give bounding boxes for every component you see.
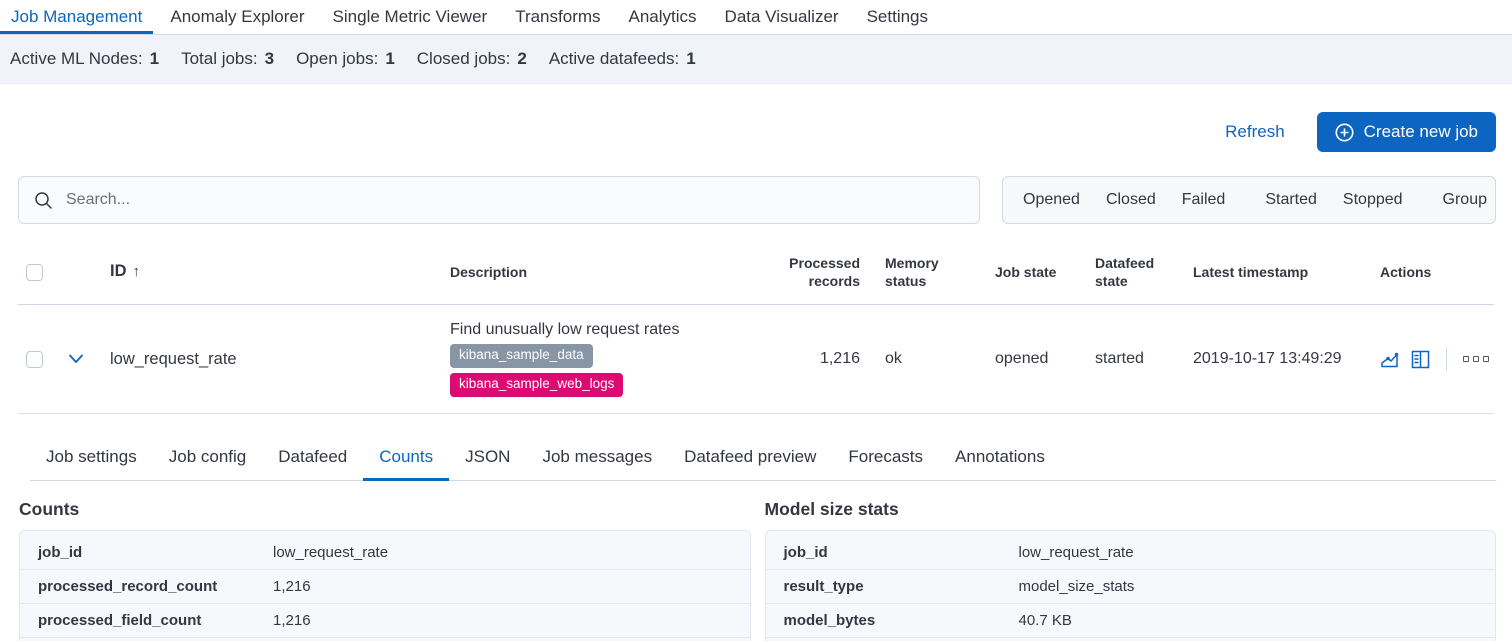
datafeed-state-value: started [1095, 350, 1144, 368]
row-expand-button[interactable] [52, 354, 100, 364]
model-size-stats-panel: job_id low_request_rate result_type mode… [764, 530, 1496, 641]
toolbar: Refresh Create new job [0, 112, 1496, 152]
nav-tab-job-management[interactable]: Job Management [0, 0, 154, 34]
ellipsis-boxes-icon [1463, 356, 1489, 363]
tab-annotations[interactable]: Annotations [955, 447, 1045, 467]
select-all-cell [18, 263, 52, 281]
anomaly-explorer-icon [1411, 350, 1430, 369]
header-job-state: Job state [995, 264, 1057, 281]
group-badge: kibana_sample_data [450, 344, 593, 369]
metric-chart-icon [1380, 350, 1399, 369]
stat-closed-jobs: Closed jobs: 2 [416, 49, 527, 68]
header-datafeed-state: Datafeed state [1095, 255, 1155, 290]
group-filter-segment: Group [1423, 177, 1495, 223]
kv-row: result_type model_size_stats [765, 570, 1495, 605]
stats-bar: Active ML Nodes: 1 Total jobs: 3 Open jo… [0, 34, 1512, 84]
nav-tab-single-metric-viewer[interactable]: Single Metric Viewer [332, 7, 488, 26]
tab-counts[interactable]: Counts [363, 438, 449, 482]
header-memory-status: Memory status [885, 255, 939, 290]
model-size-stats-panel-title: Model size stats [764, 499, 899, 520]
stat-active-datafeeds: Active datafeeds: 1 [548, 49, 696, 68]
job-state-filter-segment: Opened Closed Failed [1003, 177, 1245, 223]
header-actions: Actions [1380, 264, 1432, 281]
header-description: Description [450, 264, 528, 281]
header-latest-timestamp: Latest timestamp [1193, 264, 1309, 281]
job-description: Find unusually low request rates [450, 321, 680, 339]
select-all-checkbox[interactable] [26, 263, 43, 281]
model-size-stats-section: Model size stats job_id low_request_rate… [764, 499, 1496, 641]
chevron-down-icon [68, 354, 84, 364]
tab-forecasts[interactable]: Forecasts [848, 447, 924, 467]
search-box[interactable] [18, 176, 980, 224]
kv-row: job_id low_request_rate [20, 536, 750, 571]
nav-tab-data-visualizer[interactable]: Data Visualizer [724, 7, 839, 26]
create-new-job-label: Create new job [1363, 122, 1478, 141]
memory-status-value: ok [885, 350, 902, 368]
job-id: low_request_rate [110, 349, 237, 368]
job-row-low-request-rate: low_request_rate Find unusually low requ… [18, 305, 1494, 415]
jobs-table: ID↑ Description Processed records Memory… [18, 246, 1494, 415]
filter-started-button[interactable]: Started [1265, 191, 1317, 208]
kv-row: model_bytes 40.7 KB [765, 604, 1495, 639]
header-id[interactable]: ID↑ [110, 262, 141, 281]
counts-section: Counts job_id low_request_rate processed… [19, 499, 751, 641]
tab-json[interactable]: JSON [465, 447, 511, 467]
row-select-checkbox[interactable] [26, 350, 43, 368]
group-badge: kibana_sample_web_logs [450, 373, 624, 398]
open-in-anomaly-explorer-button[interactable] [1411, 350, 1430, 369]
open-in-single-metric-viewer-button[interactable] [1380, 350, 1399, 369]
filter-failed-button[interactable]: Failed [1181, 191, 1226, 208]
job-description-cell: Find unusually low request rates kibana_… [450, 321, 770, 398]
plus-circle-icon [1335, 123, 1354, 142]
stat-open-jobs: Open jobs: 1 [296, 49, 395, 68]
kv-row: processed_record_count 1,216 [20, 570, 750, 605]
filter-closed-button[interactable]: Closed [1105, 191, 1156, 208]
sort-ascending-icon: ↑ [132, 263, 141, 281]
counts-panels: Counts job_id low_request_rate processed… [19, 499, 1496, 641]
search-input[interactable] [66, 191, 964, 209]
actions-divider [1446, 347, 1447, 372]
tab-datafeed[interactable]: Datafeed [278, 447, 348, 467]
stat-total-jobs: Total jobs: 3 [181, 49, 275, 68]
tab-job-messages[interactable]: Job messages [542, 447, 653, 467]
top-nav: Job Management Anomaly Explorer Single M… [0, 0, 1512, 34]
nav-tab-transforms[interactable]: Transforms [515, 7, 601, 26]
refresh-link[interactable]: Refresh [1225, 122, 1285, 141]
tab-job-settings[interactable]: Job settings [46, 447, 137, 467]
filter-opened-button[interactable]: Opened [1023, 191, 1080, 208]
header-processed-records: Processed records [789, 255, 860, 290]
job-detail-tabs: Job settings Job config Datafeed Counts … [30, 438, 1496, 482]
group-filter-button[interactable]: Group [1442, 191, 1487, 208]
nav-tab-analytics[interactable]: Analytics [628, 7, 697, 26]
nav-tab-anomaly-explorer[interactable]: Anomaly Explorer [170, 7, 305, 26]
datafeed-state-filter-segment: Started Stopped [1245, 177, 1422, 223]
stat-active-ml-nodes: Active ML Nodes: 1 [10, 49, 160, 68]
kv-row: processed_field_count 1,216 [20, 604, 750, 639]
search-icon [34, 191, 53, 210]
counts-panel: job_id low_request_rate processed_record… [19, 530, 751, 641]
tab-datafeed-preview[interactable]: Datafeed preview [684, 447, 817, 467]
row-actions [1370, 347, 1494, 372]
kv-row: job_id low_request_rate [765, 536, 1495, 571]
jobs-table-header: ID↑ Description Processed records Memory… [18, 246, 1494, 306]
job-state-value: opened [995, 350, 1049, 368]
create-new-job-button[interactable]: Create new job [1316, 112, 1496, 152]
filter-stopped-button[interactable]: Stopped [1342, 191, 1403, 208]
controls-row: Opened Closed Failed Started Stopped Gro… [18, 176, 1496, 224]
counts-panel-title: Counts [19, 499, 80, 520]
job-actions-menu-button[interactable] [1463, 356, 1489, 363]
nav-tab-settings[interactable]: Settings [866, 7, 929, 26]
tab-job-config[interactable]: Job config [168, 447, 247, 467]
job-filter-group: Opened Closed Failed Started Stopped Gro… [1002, 176, 1496, 224]
latest-timestamp-value: 2019-10-17 13:49:29 [1193, 350, 1342, 368]
processed-records-value: 1,216 [819, 350, 860, 368]
